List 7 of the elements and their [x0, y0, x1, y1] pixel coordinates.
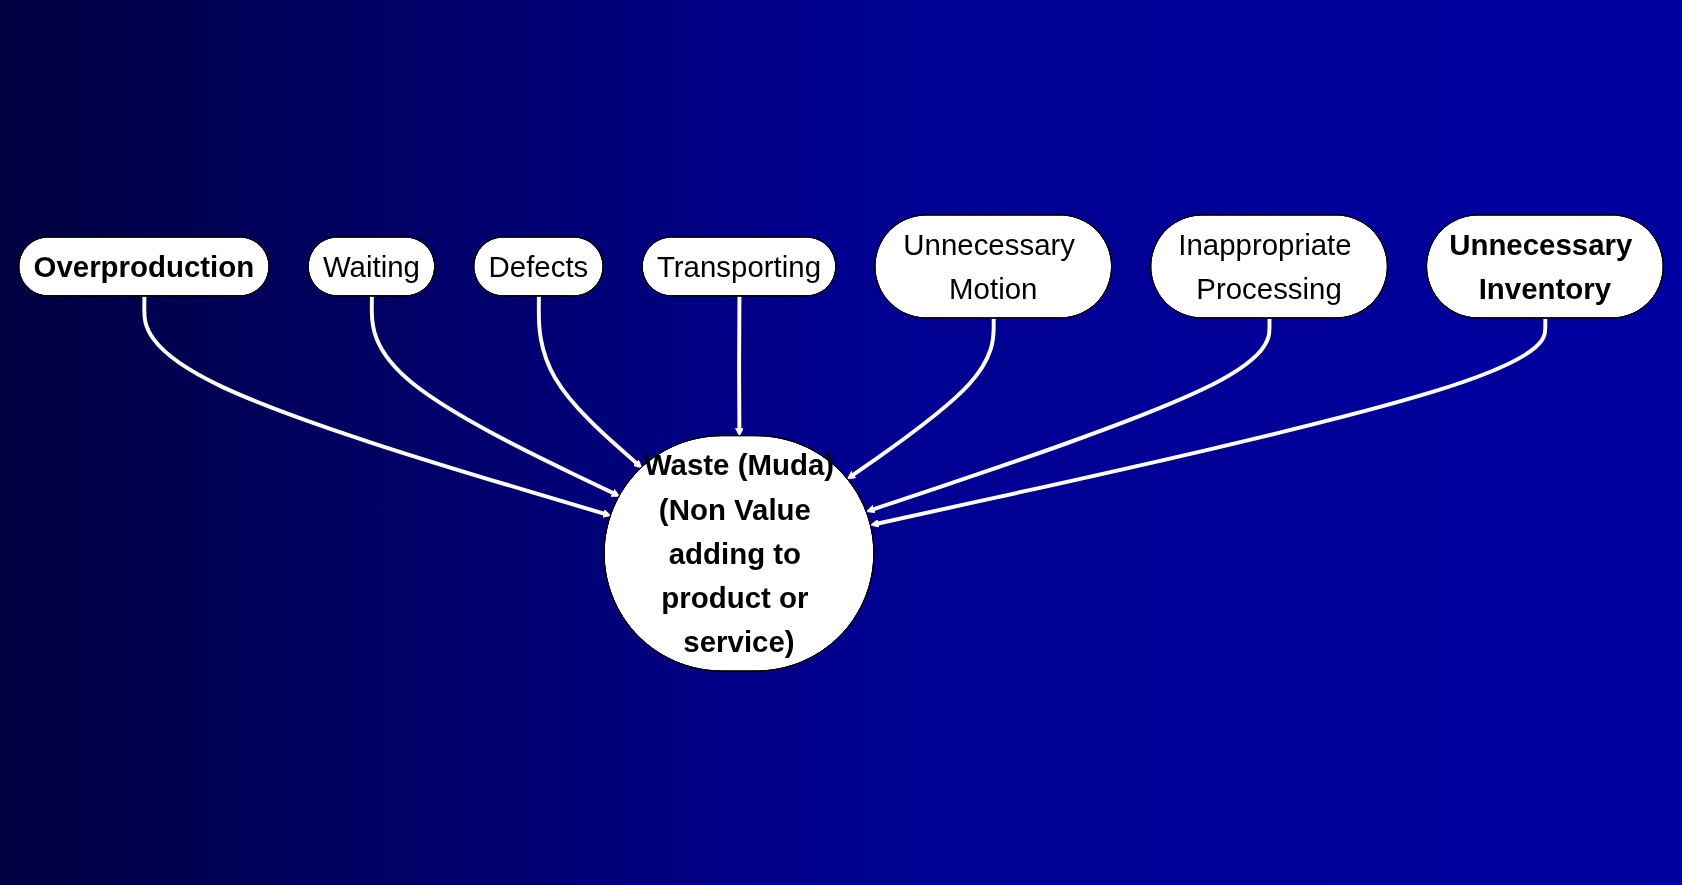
arrow — [846, 317, 996, 479]
arrow — [870, 317, 1548, 528]
arrow — [866, 317, 1272, 513]
arrow — [369, 295, 621, 497]
arrow — [735, 295, 744, 437]
arrow — [536, 295, 643, 468]
arrow — [142, 295, 612, 518]
